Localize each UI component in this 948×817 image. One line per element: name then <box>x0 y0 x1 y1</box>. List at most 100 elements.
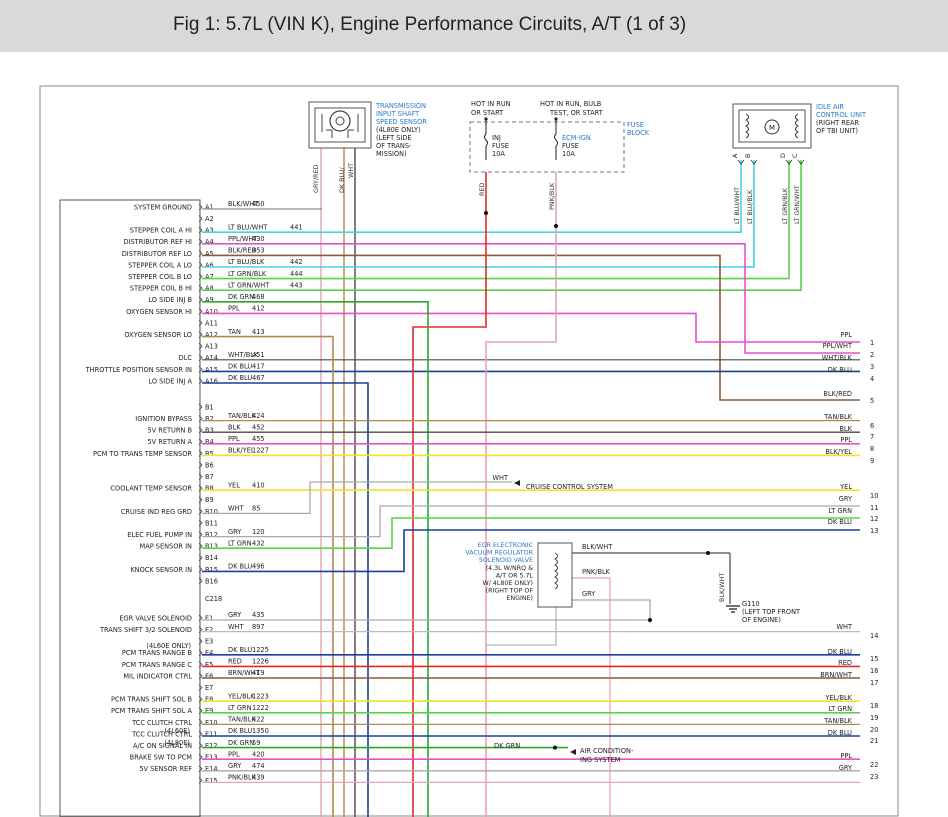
wire-color: GRY <box>228 611 242 619</box>
pin-function: TCC CLUTCH CTRL <box>131 730 192 738</box>
tcc-4l80e-note: (4L80E) <box>164 739 190 747</box>
right-wire-color: WHT <box>836 623 852 631</box>
pin-tick <box>198 450 203 457</box>
hot-bulb-1: HOT IN RUN, BULB <box>540 100 602 108</box>
coil-a-icon <box>745 113 749 139</box>
fuse-block <box>469 121 625 173</box>
pin-function: 5V RETURN A <box>147 438 192 446</box>
tiss-label-line: MISSION) <box>376 150 407 158</box>
pin-id: B5 <box>205 450 214 458</box>
iac-label-line: (RIGHT REAR <box>816 119 860 127</box>
pin-tick <box>198 777 203 784</box>
right-wire-color: BLK/RED <box>823 390 852 398</box>
circuit-number: 424 <box>252 412 265 420</box>
pin-id: A16 <box>205 377 218 385</box>
wire <box>572 577 611 817</box>
wire-color: PPL <box>228 305 240 313</box>
wire-color: DK BLU <box>228 563 252 571</box>
wire-color: BRN/WHT <box>228 669 261 677</box>
iac-wire-label: LT BLU/WHT <box>734 187 741 224</box>
wire-color: BLK/WHT <box>228 200 259 208</box>
ecm-fuse-label: ECM-IGN <box>562 134 591 142</box>
pin-tick <box>198 649 203 657</box>
pin-id: E3 <box>205 638 213 646</box>
pin-tick <box>198 542 203 550</box>
circuit-number: 443 <box>290 281 303 289</box>
right-wire-color: LT GRN <box>828 705 852 713</box>
pin-function: STEPPER COIL B LO <box>128 273 192 281</box>
circuit-number: 496 <box>252 563 265 571</box>
circuit-number: 452 <box>252 423 265 431</box>
pin-tick <box>198 366 203 373</box>
iac-label-line: OF TBI UNIT) <box>816 127 858 135</box>
pin-tick <box>198 250 203 257</box>
wire-color: LT BLU/WHT <box>228 223 268 231</box>
pin-id: A5 <box>205 250 214 258</box>
circuit-number: 410 <box>252 481 265 489</box>
right-wire-color: PPL/WHT <box>823 342 853 350</box>
pin-tick <box>198 531 203 538</box>
hot-in-run-1: HOT IN RUN <box>471 100 511 108</box>
pin-id: E4 <box>205 649 213 657</box>
right-wire-color: TAN/BLK <box>823 717 852 725</box>
tiss-wire-dk-blu-b: WHT <box>347 163 355 178</box>
right-wire-color: DK BLU <box>828 518 852 526</box>
circuit-number: 419 <box>252 669 265 677</box>
pin-function: 5V RETURN B <box>147 427 192 435</box>
wire <box>202 382 369 817</box>
splice-dot <box>648 618 652 622</box>
wire <box>202 160 790 280</box>
pin-tick <box>198 403 203 411</box>
wire <box>572 552 731 604</box>
pin-id: E11 <box>205 730 218 738</box>
right-reference-number: 11 <box>870 504 878 512</box>
pin-id: A10 <box>205 308 218 316</box>
wire-color: PPL <box>228 750 240 758</box>
pin-tick <box>198 577 203 585</box>
pin-id: A13 <box>205 343 218 351</box>
pin-tick <box>198 354 203 362</box>
pin-tick <box>198 730 203 738</box>
ac-wire-label: DK GRN <box>494 742 520 750</box>
circuit-number: 1226 <box>252 658 269 666</box>
wire-color: WHT/BLK <box>228 351 259 359</box>
pin-tick <box>198 438 203 446</box>
right-wire-color: DK BLU <box>828 366 852 374</box>
right-reference-number: 1 <box>870 339 874 347</box>
transmission-input-shaft-speed-sensor <box>308 101 372 149</box>
pin-id: A1 <box>205 203 214 211</box>
right-wire-color: WHT/BLK <box>822 354 853 362</box>
wire-color: BLK/RED <box>228 247 257 255</box>
circuit-number: 59 <box>252 739 260 747</box>
wire <box>202 160 742 233</box>
pin-tick <box>198 377 203 385</box>
pin-function: PCM TRANS SHIFT SOL A <box>111 707 192 715</box>
pin-id: E5 <box>205 661 213 669</box>
egr-label-line: (4.3L W/NRQ & <box>486 565 533 572</box>
right-reference-number: 15 <box>870 655 878 663</box>
arrow-left-icon <box>570 749 576 755</box>
pin-tick <box>198 519 203 527</box>
pin-tick <box>198 296 203 304</box>
pin-id: B7 <box>205 473 214 481</box>
iac-label-line: CONTROL UNIT <box>816 111 867 119</box>
wire-color: DK BLU <box>228 374 252 382</box>
pin-tick <box>198 331 203 338</box>
circuit-number: 435 <box>252 611 265 619</box>
circuit-number: 467 <box>252 374 265 382</box>
circuit-number: 1350 <box>252 727 269 735</box>
right-wire-color: BLK/YEL <box>825 448 852 456</box>
pin-tick <box>198 626 203 633</box>
tiss-label-line: TRANSMISSION <box>375 102 426 110</box>
pin-id: A2 <box>205 215 214 223</box>
wire <box>202 160 755 268</box>
pin-function: 5V SENSOR REF <box>139 765 192 773</box>
coil-b-icon <box>795 113 799 139</box>
pin-tick <box>198 637 203 645</box>
pin-id: B16 <box>205 577 218 585</box>
right-reference-number: 14 <box>870 632 878 640</box>
wire-color: PPL/WHT <box>228 235 258 243</box>
